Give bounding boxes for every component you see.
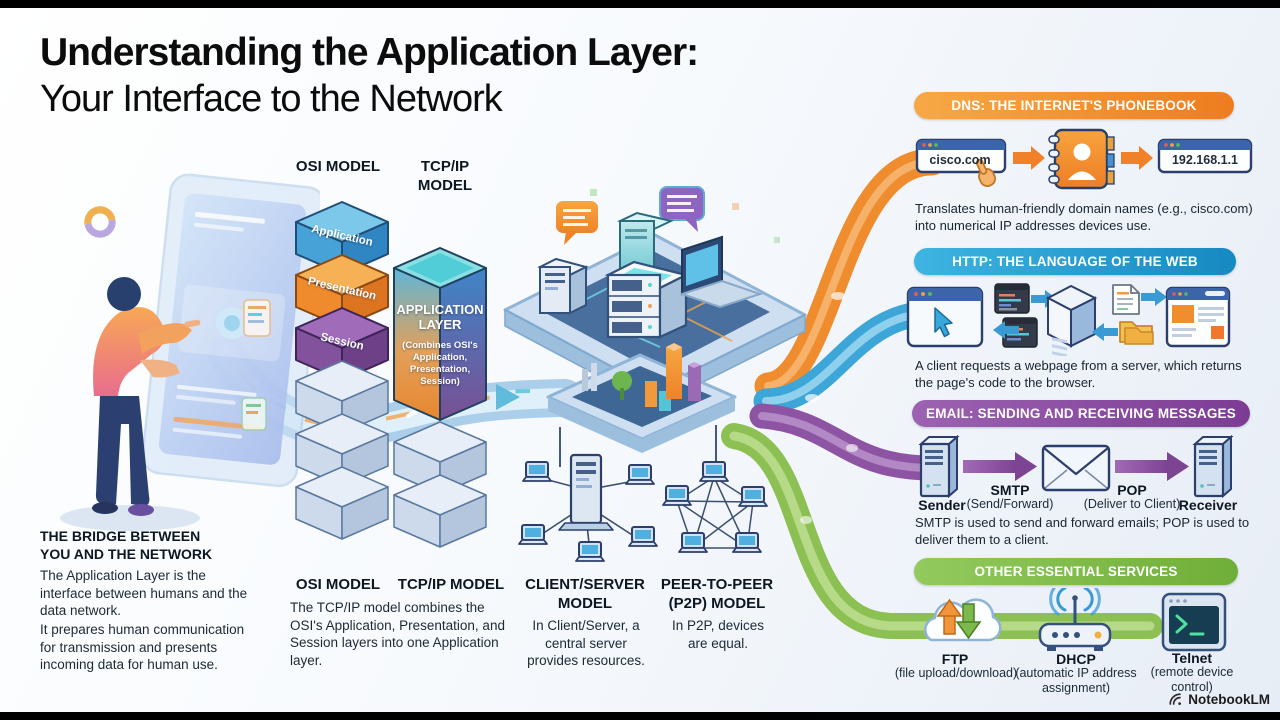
bridge-para2: It prepares human communication for tran… — [40, 622, 245, 673]
arrow-left-icon — [993, 321, 1019, 339]
laptop-on-platform — [678, 235, 764, 309]
http-banner: HTTP: THE LANGUAGE OF THE WEB — [914, 248, 1236, 275]
bridge-heading: THE BRIDGE BETWEEN YOU AND THE NETWORK — [40, 528, 213, 563]
dns-caption: Translates human-friendly domain names (… — [915, 201, 1253, 234]
tcpip-box-title: APPLICATION LAYER — [396, 302, 484, 332]
caption-osi-heading: OSI MODEL — [295, 576, 381, 593]
email-caption: SMTP is used to send and forward emails;… — [915, 515, 1250, 548]
page-title: Understanding the Application Layer: You… — [40, 30, 699, 122]
ribbon-blue — [753, 300, 945, 414]
caption-client-server-heading: CLIENT/SERVER MODEL — [525, 576, 645, 612]
tcpip-stack-heading: TCP/IP MODEL — [417, 158, 473, 194]
osi-lower-cubes — [295, 360, 389, 540]
server-left — [537, 257, 589, 315]
letterbox-bottom — [0, 712, 1280, 720]
caption-tcpip-heading: TCP/IP MODEL — [397, 576, 505, 593]
dns-ip-text: 192.168.1.1 — [1171, 153, 1239, 167]
dns-domain-text: cisco.com — [929, 153, 991, 167]
floating-cards — [241, 299, 271, 431]
osi-stack-heading: OSI MODEL — [295, 158, 381, 175]
tcpip-box-subtitle: (Combines OSI's Application, Presentatio… — [402, 340, 478, 387]
touchscreen — [141, 173, 320, 488]
email-smtp-sub: (Send/Forward) — [966, 497, 1054, 511]
ftp-cloud-icon — [924, 598, 1002, 642]
lower-platform — [546, 343, 737, 467]
donut-decoration — [84, 206, 116, 238]
services-icons — [924, 588, 1227, 652]
caption-p2p-heading: PEER-TO-PEER (P2P) MODEL — [660, 576, 774, 612]
dns-icons — [915, 128, 1253, 190]
telnet-label: Telnet — [1171, 650, 1213, 666]
smtp-arrow-icon — [963, 452, 1037, 481]
envelope-icon — [1041, 444, 1111, 492]
title-line2: Your Interface to the Network — [40, 77, 503, 120]
webpage-rendered-icon — [1165, 286, 1231, 348]
brand-name: NotebookLM — [1188, 692, 1270, 707]
dns-banner: DNS: THE INTERNET'S PHONEBOOK — [914, 92, 1234, 119]
email-pop-label: POP — [1117, 482, 1147, 498]
p2p-diagram — [662, 461, 768, 553]
chat-bubble-orange — [556, 201, 598, 245]
person-touchscreen-illustration — [60, 173, 320, 531]
arrow-left-icon — [1092, 323, 1118, 341]
ribbon-orange — [754, 148, 946, 400]
arrow-right-icon — [1121, 146, 1153, 170]
email-receiver-label: Receiver — [1178, 497, 1238, 513]
network-platform-illustration — [503, 186, 807, 467]
cursor-arrow-icon — [934, 307, 953, 338]
letterbox-top — [0, 0, 1280, 8]
person — [92, 277, 201, 516]
notebooklm-icon — [1169, 693, 1182, 705]
caption-p2p-text: In P2P, devices are equal. — [671, 618, 765, 651]
web-server-icon — [1045, 284, 1098, 356]
sender-server-icon — [919, 435, 959, 498]
client-server-diagram — [518, 453, 658, 562]
email-pop-sub: (Deliver to Client) — [1083, 497, 1181, 511]
services-banner: OTHER ESSENTIAL SERVICES — [914, 558, 1238, 585]
pop-arrow-icon — [1115, 452, 1189, 481]
arrow-right-icon — [1013, 146, 1045, 170]
ftp-label: FTP — [941, 651, 969, 667]
dhcp-sub: (automatic IP address assignment) — [1015, 666, 1137, 695]
tcpip-application-box — [393, 247, 487, 421]
telnet-terminal-icon — [1161, 592, 1227, 652]
code-window-icon — [994, 283, 1030, 314]
server-stack-central — [604, 260, 690, 339]
chat-bubble-purple — [659, 186, 705, 232]
document-icon — [1112, 284, 1140, 315]
title-line1: Understanding the Application Layer: — [40, 31, 699, 74]
ftp-sub: (file upload/download) — [894, 666, 1018, 680]
email-icons — [919, 435, 1233, 498]
receiver-server-icon — [1193, 435, 1233, 498]
tcpip-lower-cubes — [393, 421, 487, 548]
email-smtp-label: SMTP — [990, 482, 1030, 498]
caption-client-server-text: In Client/Server, a central server provi… — [527, 618, 645, 669]
ribbon-green — [721, 423, 1163, 639]
telnet-sub: (remote device control) — [1150, 665, 1234, 694]
http-caption: A client requests a webpage from a serve… — [915, 358, 1242, 391]
dhcp-label: DHCP — [1056, 651, 1096, 667]
brand-footer: NotebookLM — [1100, 692, 1270, 707]
ribbon-purple — [749, 403, 945, 481]
arrow-right-icon — [1141, 288, 1167, 306]
email-banner: EMAIL: SENDING AND RECEIVING MESSAGES — [912, 400, 1250, 427]
http-icons — [906, 283, 1231, 356]
bridge-para1: The Application Layer is the interface b… — [40, 568, 248, 619]
hand-cursor-icon — [975, 158, 997, 187]
osi-tcpip-stacks — [295, 201, 487, 548]
dhcp-router-icon — [1038, 588, 1112, 651]
folder-icon — [1119, 321, 1154, 345]
email-sender-label: Sender — [918, 497, 966, 513]
caption-combined-text: The TCP/IP model combines the OSI's Appl… — [290, 600, 505, 668]
address-book-icon — [1048, 128, 1115, 190]
browser-ip-icon — [1157, 138, 1253, 174]
browser-client-icon — [906, 286, 984, 348]
central-server-icon — [558, 453, 614, 531]
network-model-diagrams — [518, 453, 768, 562]
